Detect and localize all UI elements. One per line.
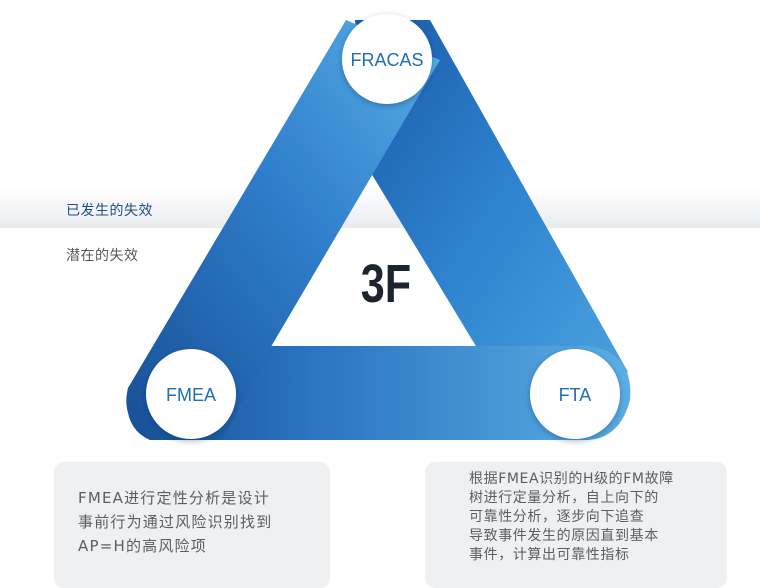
fracas-fta-arm	[355, 20, 628, 432]
fmea-fracas-arm	[126, 20, 440, 440]
fta-description-card: 根据FMEA识别的H级的FM故障 树进行定量分析，自上向下的 可靠性分析，逐步向…	[425, 462, 727, 588]
fta-label: FTA	[559, 385, 592, 405]
fracas-node[interactable]	[342, 14, 432, 104]
fta-node[interactable]	[530, 349, 620, 439]
failure-band	[0, 186, 760, 228]
occurred-failure-label: 已发生的失效	[66, 203, 153, 219]
fta-description-text: 根据FMEA识别的H级的FM故障 树进行定量分析，自上向下的 可靠性分析，逐步向…	[469, 471, 674, 563]
center-3f-label: 3F	[361, 255, 411, 315]
fmea-description-card: FMEA进行定性分析是设计 事前行为通过风险识别找到 AP=H的高风险项	[54, 462, 330, 588]
fmea-description-text: FMEA进行定性分析是设计 事前行为通过风险识别找到 AP=H的高风险项	[78, 489, 273, 555]
potential-failure-label: 潜在的失效	[66, 248, 139, 264]
fmea-label: FMEA	[166, 385, 216, 405]
fracas-label: FRACAS	[350, 50, 423, 70]
fmea-node[interactable]	[146, 349, 236, 439]
